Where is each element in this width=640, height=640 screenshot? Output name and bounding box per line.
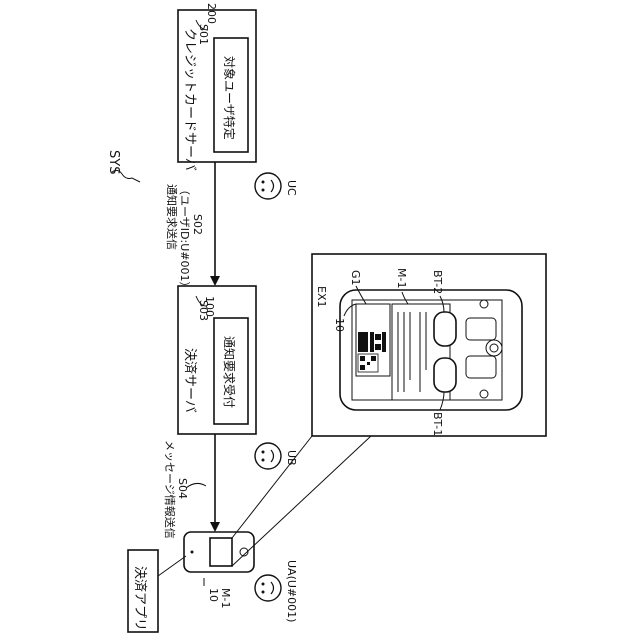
example-phone-ref: 10 [333, 318, 346, 332]
notify-request-step-ref: S02 [191, 214, 204, 235]
message-send-label: メッセージ情報送信 [163, 440, 177, 539]
user-ub-icon [255, 443, 281, 469]
notify-request-arrowhead [210, 276, 220, 286]
user-ua-icon [255, 575, 281, 601]
zoom-line-bottom [232, 436, 371, 566]
example-ref: EX1 [315, 286, 328, 307]
terminal-ref: 10 [207, 588, 220, 602]
example-bt2-ref: BT-2 [431, 270, 444, 294]
target-user-step-label: 対象ユーザ特定 [222, 56, 237, 140]
message-send-arrowhead [210, 522, 220, 532]
payment-app-label: 決済アプリ [132, 566, 148, 631]
user-uc-icon [255, 173, 281, 199]
terminal-screen-message [210, 538, 232, 566]
user-ua-label: UA(U#001) [285, 560, 298, 622]
example-bt1-ref: BT-1 [431, 412, 444, 436]
user-ub-label: UB [285, 450, 298, 466]
example-qr-code [358, 354, 378, 372]
terminal-camera [191, 551, 194, 554]
credit-server-ref: 200 [205, 3, 218, 24]
example-screen-ref: G1 [349, 270, 362, 286]
example-button-bt2[interactable] [434, 312, 456, 346]
user-uc-label: UC [285, 180, 298, 196]
notify-request-line1: 通知要求送信 [165, 184, 179, 250]
credit-card-server-label: クレジットカードサーバ [182, 28, 197, 171]
payment-server-ref: 100 [203, 296, 216, 317]
example-button-bt1[interactable] [434, 358, 456, 392]
payment-server-label: 決済サーバ [182, 348, 198, 413]
example-message-ref: M-1 [395, 268, 408, 288]
notify-request-line2: （ユーザID:U#001） [178, 184, 191, 292]
credit-server-step-ref: S01 [197, 24, 210, 45]
payment-app-connector [158, 556, 186, 576]
notify-accept-step-label: 通知要求受付 [222, 336, 236, 408]
message-send-step-ref: S04 [176, 478, 189, 499]
terminal-message-ref: M-1 [219, 588, 232, 608]
